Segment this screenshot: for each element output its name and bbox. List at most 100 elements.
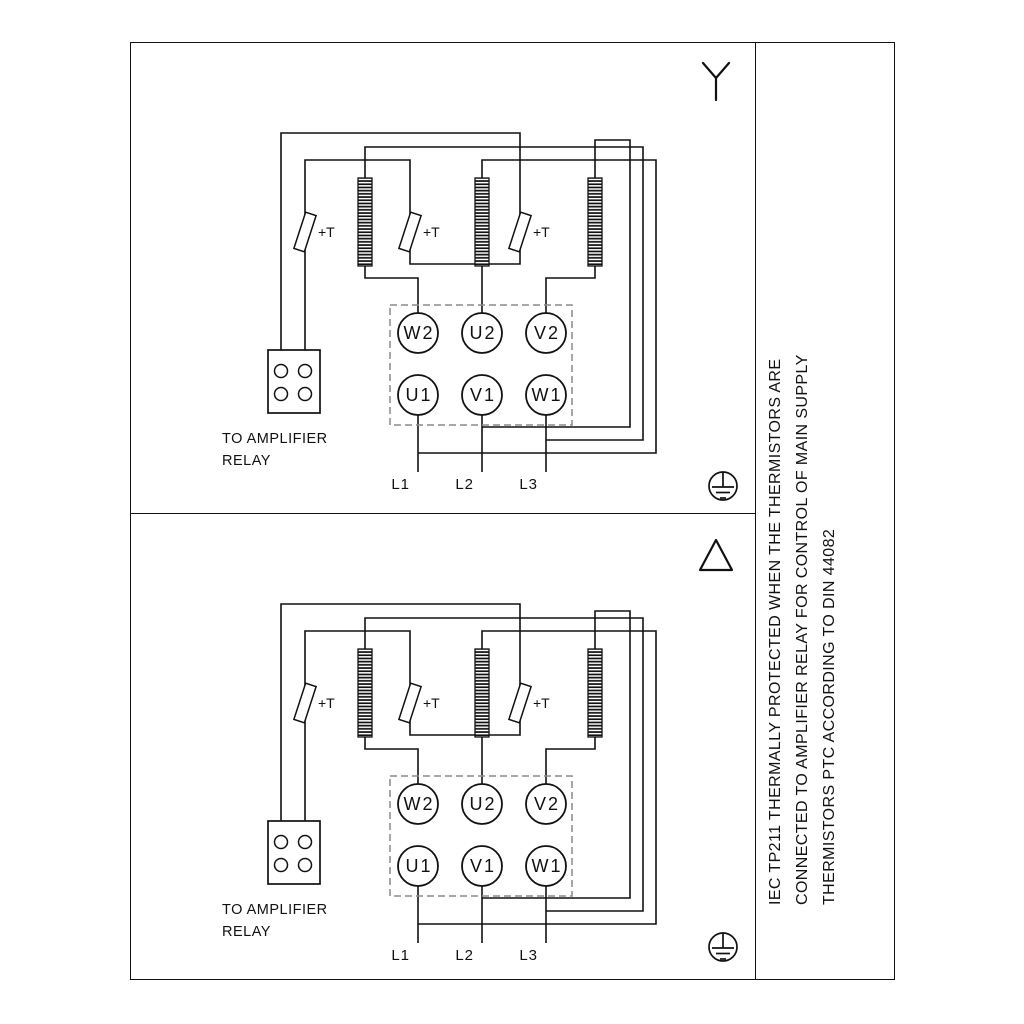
terminal-label: W1	[532, 856, 563, 876]
thermistor-body	[292, 211, 318, 253]
terminal-label: W2	[404, 794, 435, 814]
side-note-line3: THERMISTORS PTC ACCORDING TO DIN 44082	[821, 528, 838, 905]
relay-caption-line2: RELAY	[222, 924, 271, 940]
relay-contact	[297, 363, 313, 379]
wire	[418, 159, 657, 454]
relay-contact	[273, 386, 289, 402]
terminal-w2: W2	[397, 312, 439, 354]
supply-labels: L1 L2 L3	[391, 476, 538, 493]
terminal-u2: U2	[461, 783, 503, 825]
terminal-label: V2	[534, 323, 560, 343]
delta-symbol-icon	[698, 538, 734, 572]
earth-ground-icon	[708, 932, 738, 962]
relay-contact	[273, 363, 289, 379]
relay-contact	[297, 386, 313, 402]
motor-windings	[357, 648, 603, 738]
thermistor-label: +T	[423, 695, 440, 711]
terminal-label: V2	[534, 794, 560, 814]
wire	[364, 737, 419, 784]
terminal-board-outline	[389, 304, 573, 426]
terminal-label: W1	[532, 385, 563, 405]
terminal-label: U1	[405, 385, 432, 405]
star-symbol-icon	[701, 61, 731, 102]
thermistor-label: +T	[318, 695, 335, 711]
thermistor-body	[507, 211, 533, 253]
terminal-u1: U1	[397, 845, 439, 887]
relay-contact	[273, 857, 289, 873]
thermistor-icon: +T	[397, 211, 440, 253]
winding-coil-icon	[357, 648, 373, 738]
thermistor-body	[397, 682, 423, 724]
diagram-outer-border	[130, 42, 895, 980]
wire	[364, 146, 644, 441]
terminal-v2: V2	[525, 312, 567, 354]
winding-coil-icon	[474, 177, 490, 267]
thermistor-chain-wire	[280, 132, 521, 364]
supply-label-l2: L2	[455, 476, 474, 493]
supply-label-l3: L3	[519, 476, 538, 493]
thermistor-icon: +T	[292, 211, 335, 253]
supply-label-l3: L3	[519, 947, 538, 964]
wire	[418, 630, 657, 925]
wire	[364, 266, 419, 313]
relay-box	[267, 349, 321, 414]
thermistors: +T +T +T	[292, 211, 550, 253]
thermistors: +T +T +T	[292, 682, 550, 724]
amplifier-relay	[267, 820, 321, 885]
supply-label-l1: L1	[391, 947, 410, 964]
relay-contact	[297, 834, 313, 850]
supply-label-l2: L2	[455, 947, 474, 964]
thermistor-label: +T	[533, 695, 550, 711]
terminals: W2 U2 V2 U1 V1 W1	[397, 312, 567, 416]
terminal-w1: W1	[525, 845, 567, 887]
terminal-v2: V2	[525, 783, 567, 825]
winding-coil-icon	[474, 648, 490, 738]
thermistor-icon: +T	[292, 682, 335, 724]
terminal-label: W2	[404, 323, 435, 343]
relay-box	[267, 820, 321, 885]
thermistor-icon: +T	[507, 211, 550, 253]
thermistor-chain-wire	[280, 603, 521, 835]
thermistor-body	[292, 682, 318, 724]
delta-wiring-panel: +T +T +T TO AMPLIFIER RELAY W2 U2 V2	[222, 538, 738, 964]
relay-contact	[273, 834, 289, 850]
terminals: W2 U2 V2 U1 V1 W1	[397, 783, 567, 887]
terminal-board-outline	[389, 775, 573, 897]
terminal-v1: V1	[461, 845, 503, 887]
relay-contact	[297, 857, 313, 873]
supply-label-l1: L1	[391, 476, 410, 493]
panel-divider	[130, 513, 755, 514]
side-note: IEC TP211 THERMALLY PROTECTED WHEN THE T…	[762, 345, 848, 905]
winding-coil-icon	[587, 648, 603, 738]
terminal-u2: U2	[461, 312, 503, 354]
motor-windings	[357, 177, 603, 267]
wire	[364, 617, 644, 912]
relay-caption-line2: RELAY	[222, 453, 271, 469]
wire	[482, 139, 631, 428]
terminal-label: U2	[469, 794, 496, 814]
wiring-lines	[280, 132, 657, 472]
thermistor-icon: +T	[507, 682, 550, 724]
thermistor-icon: +T	[397, 682, 440, 724]
relay-caption-line1: TO AMPLIFIER	[222, 902, 328, 918]
thermistor-label: +T	[318, 224, 335, 240]
terminal-w1: W1	[525, 374, 567, 416]
thermistor-label: +T	[533, 224, 550, 240]
earth-ground-icon	[708, 471, 738, 501]
terminal-v1: V1	[461, 374, 503, 416]
supply-labels: L1 L2 L3	[391, 947, 538, 964]
terminal-label: V1	[470, 385, 496, 405]
vertical-divider	[755, 42, 756, 980]
relay-caption-line1: TO AMPLIFIER	[222, 431, 328, 447]
star-wiring-panel: +T +T +T TO AMPLIFIER RELAY W2 U2 V2	[222, 61, 738, 501]
terminal-label: V1	[470, 856, 496, 876]
wiring-lines	[280, 603, 657, 943]
terminal-w2: W2	[397, 783, 439, 825]
winding-coil-icon	[587, 177, 603, 267]
terminal-label: U1	[405, 856, 432, 876]
wire	[482, 610, 631, 899]
wire	[545, 737, 596, 784]
thermistor-body	[397, 211, 423, 253]
thermistor-label: +T	[423, 224, 440, 240]
thermistor-body	[507, 682, 533, 724]
